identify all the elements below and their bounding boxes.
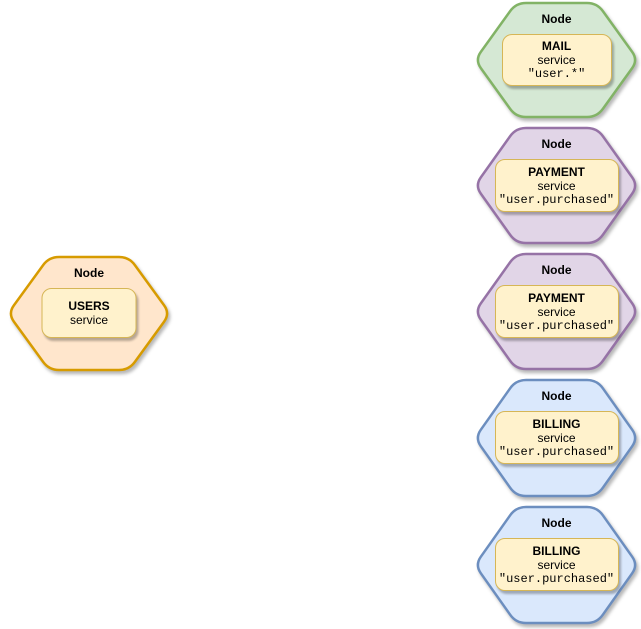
service-box[interactable]: BILLING service "user.purchased" [494, 538, 619, 591]
node-type-label: Node [74, 266, 104, 280]
diagram-node-billing-1[interactable]: Node BILLING service "user.purchased" [475, 378, 638, 498]
node-type-label: Node [541, 263, 572, 277]
service-subtitle: service [69, 313, 108, 327]
service-title: MAIL [541, 39, 572, 53]
service-subtitle: service [537, 304, 576, 319]
service-box[interactable]: MAIL service "user.*" [501, 34, 612, 86]
diagram-node-billing-2[interactable]: Node BILLING service "user.purchased" [475, 505, 638, 625]
node-type-label: Node [541, 12, 572, 26]
service-title: BILLING [532, 416, 581, 431]
service-title: PAYMENT [528, 164, 585, 179]
service-box[interactable]: PAYMENT service "user.purchased" [494, 159, 619, 212]
diagram-node-users[interactable]: Node USERS service [8, 255, 170, 372]
service-topic: "user.purchased" [498, 571, 615, 586]
service-box[interactable]: USERS service [41, 288, 137, 338]
service-subtitle: service [537, 430, 576, 445]
service-title: USERS [68, 299, 110, 313]
service-box[interactable]: BILLING service "user.purchased" [494, 411, 619, 464]
service-topic: "user.purchased" [498, 318, 615, 333]
service-subtitle: service [537, 557, 576, 572]
node-type-label: Node [541, 137, 572, 151]
service-title: PAYMENT [528, 290, 585, 305]
service-subtitle: service [537, 178, 576, 193]
service-topic: "user.purchased" [498, 444, 615, 459]
service-subtitle: service [537, 53, 576, 67]
service-topic: "user.purchased" [498, 192, 615, 207]
node-type-label: Node [541, 516, 572, 530]
node-type-label: Node [541, 389, 572, 403]
service-topic: "user.*" [527, 67, 586, 81]
diagram-node-payment-2[interactable]: Node PAYMENT service "user.purchased" [475, 252, 638, 371]
diagram-node-mail[interactable]: Node MAIL service "user.*" [475, 1, 638, 119]
service-title: BILLING [532, 543, 581, 558]
diagram-node-payment-1[interactable]: Node PAYMENT service "user.purchased" [475, 126, 638, 245]
service-box[interactable]: PAYMENT service "user.purchased" [494, 285, 619, 338]
